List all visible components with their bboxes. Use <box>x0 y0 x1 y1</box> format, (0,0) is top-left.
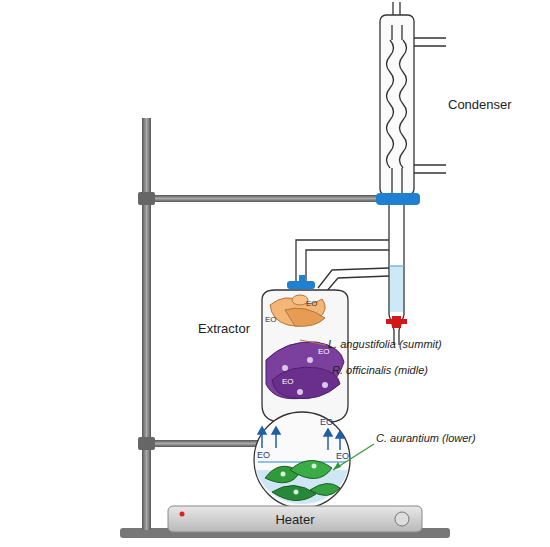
eo-mark: EO <box>265 316 277 325</box>
heater-body <box>168 506 422 532</box>
eo-mark: EO <box>306 300 318 309</box>
stand-rod <box>142 118 151 530</box>
leader-line <box>333 444 374 470</box>
round-bottom-flask <box>254 412 350 508</box>
joint-clamp <box>376 193 420 205</box>
eo-mark: EO <box>320 418 333 428</box>
eo-mark: EO <box>336 452 349 462</box>
extractor-vessel <box>262 290 348 422</box>
clamp-boss <box>138 437 155 450</box>
part-name: Condenser <box>448 98 512 112</box>
node-text: Heater <box>275 512 314 527</box>
condenser <box>380 2 446 195</box>
leader-arrow <box>333 462 341 470</box>
part-name: Extractor <box>198 322 250 336</box>
plant-label: C. aurantium (lower) <box>376 432 476 444</box>
stopcock <box>299 275 305 283</box>
plant-label: L. angustifolia (summit) <box>328 338 442 350</box>
heater-plate: Heater <box>168 506 422 532</box>
eo-mark: EO <box>257 451 270 461</box>
indicator-light <box>180 512 185 517</box>
eo-mark: EO <box>282 378 294 387</box>
heater-knob <box>395 512 409 526</box>
clamp-arm <box>147 195 379 202</box>
leader-line <box>318 370 330 371</box>
eo-mark: EO <box>318 348 330 357</box>
stopcock <box>386 319 407 324</box>
leader-line <box>300 340 326 345</box>
clamp-boss <box>138 192 155 205</box>
plant-label: R. officinalis (midle) <box>332 364 428 376</box>
